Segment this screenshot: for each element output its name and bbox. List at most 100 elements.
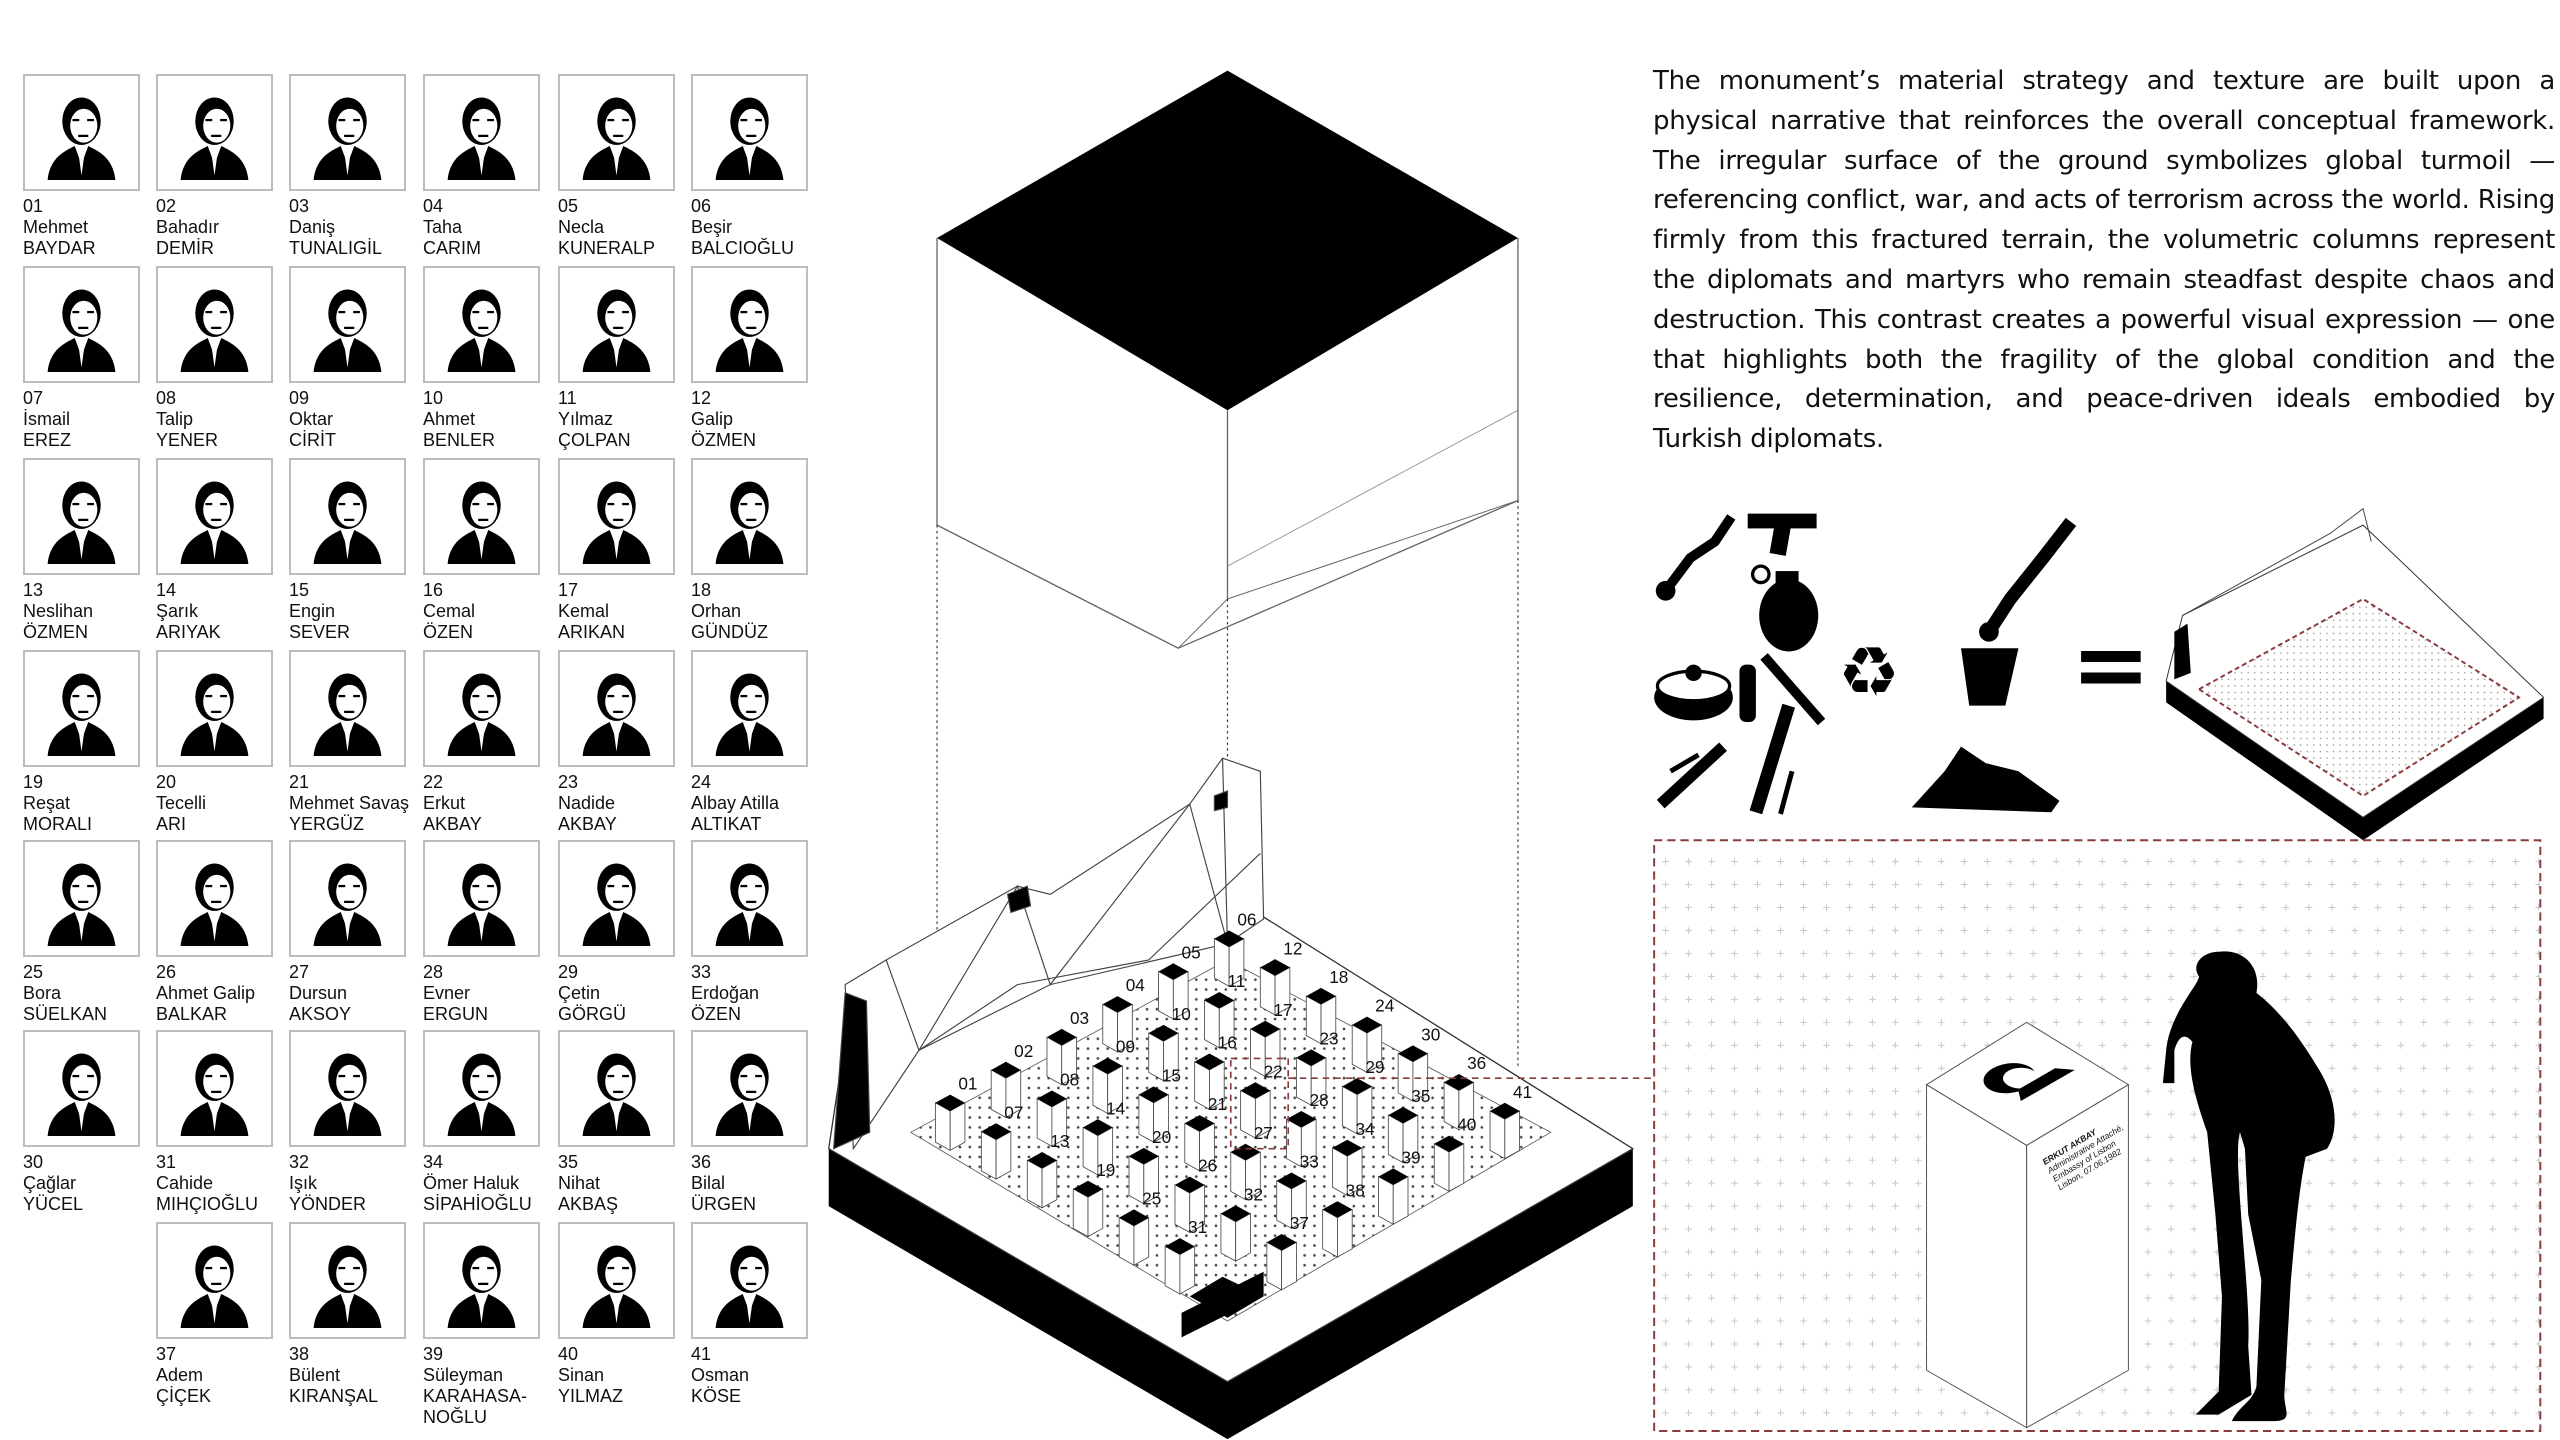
portrait-image: [691, 266, 808, 383]
portrait-image: [558, 840, 675, 957]
diplomat-number: 20: [156, 772, 177, 792]
column-number-label: 36: [1467, 1053, 1486, 1073]
portrait-image: [289, 458, 406, 575]
portrait-image: [156, 840, 273, 957]
diplomat-first-name: Erkut: [423, 793, 466, 813]
rifle-icon: [1760, 653, 1826, 726]
diplomat-last-name: SEVER: [289, 622, 351, 642]
column-number-label: 32: [1244, 1184, 1263, 1204]
diplomat-number: 26: [156, 962, 177, 982]
portrait-image: [156, 458, 273, 575]
memorial-column: [1118, 1209, 1150, 1266]
diplomat-first-name: Bilal: [691, 1173, 726, 1193]
diplomat-number: 12: [691, 388, 712, 408]
portrait-image: [289, 266, 406, 383]
diplomat-first-name: Ömer Haluk: [423, 1173, 520, 1193]
memorial-column: [1072, 1180, 1104, 1238]
memorial-column: [1102, 996, 1133, 1053]
diplomat-first-name: Mehmet Savaş: [289, 793, 410, 813]
diplomat-number: 07: [23, 388, 44, 408]
diplomat-last-name: AKSOY: [289, 1004, 352, 1024]
robotic-arm-icon: [1655, 514, 1736, 601]
diplomat-last-name: ARIKAN: [558, 622, 626, 642]
column-number-label: 39: [1401, 1147, 1420, 1167]
diplomat-number: 37: [156, 1344, 177, 1364]
portrait-image: [558, 1030, 675, 1147]
memorial-column: [1433, 1135, 1465, 1193]
column-number-label: 40: [1457, 1115, 1476, 1135]
portrait-image: [289, 650, 406, 767]
diplomat-last-name: YÖNDER: [289, 1194, 367, 1214]
diplomat-last-name: AKBAY: [558, 814, 617, 834]
pistol-icon: [1747, 513, 1817, 556]
column-number-label: 06: [1237, 910, 1256, 930]
memorial-column: [1138, 1086, 1169, 1143]
memorial-column: [1305, 987, 1337, 1045]
grenade-icon: [1750, 564, 1819, 652]
portrait-image: [691, 650, 808, 767]
portrait-image: [23, 650, 140, 767]
diplomat-first-name: Evner: [423, 983, 471, 1003]
diplomat-number: 01: [23, 196, 44, 216]
diplomat-last-name: KARAHASA-: [423, 1386, 528, 1406]
column-number-label: 10: [1172, 1004, 1191, 1024]
memorial-column: [1036, 1090, 1068, 1147]
diplomat-last-name: ARIYAK: [156, 622, 221, 642]
diplomat-last-name: ÖZMEN: [23, 622, 88, 642]
diplomat-number: 36: [691, 1152, 712, 1172]
diplomat-last-name: GÖRGÜ: [558, 1004, 627, 1024]
pedestal: ERKUT AKBAY Administrative Attaché, Emba…: [1925, 1021, 2130, 1429]
column-number-label: 07: [1004, 1102, 1023, 1122]
diplomat-first-name: Süleyman: [423, 1365, 504, 1385]
memorial-column: [1259, 959, 1291, 1016]
diplomat-number: 17: [558, 580, 579, 600]
diplomat-number: 16: [423, 580, 444, 600]
column-top: [1148, 1024, 1179, 1042]
memorial-column: [1213, 930, 1245, 987]
column-number-label: 35: [1411, 1086, 1430, 1106]
fractured-wall: [832, 757, 1265, 1151]
portrait-image: [23, 458, 140, 575]
diplomat-first-name: Talip: [156, 409, 194, 429]
excavator-icon: [1961, 517, 2077, 706]
portrait-image: [289, 840, 406, 957]
diplomat-last-name: SÜELKAN: [23, 1004, 108, 1024]
diplomat-number: 24: [691, 772, 712, 792]
diplomat-number: 31: [156, 1152, 177, 1172]
diplomat-first-name: Çetin: [558, 983, 601, 1003]
diplomat-number: 19: [23, 772, 44, 792]
diplomat-number: 06: [691, 196, 712, 216]
portrait-image: [23, 74, 140, 191]
memorial-column: [980, 1123, 1012, 1180]
concept-description: The monument’s material strategy and tex…: [1653, 66, 2555, 455]
diplomat-first-name: Engin: [289, 601, 336, 621]
diplomat-first-name: Kemal: [558, 601, 610, 621]
portrait-image: [423, 74, 540, 191]
memorial-column: [1286, 1110, 1317, 1168]
column-top: [935, 1094, 965, 1111]
column-number-label: 14: [1106, 1098, 1126, 1118]
diplomat-last-name: BALCIOĞLU: [691, 238, 795, 258]
diplomat-first-name: Necla: [558, 217, 605, 237]
column-top: [1027, 1152, 1057, 1169]
diplomat-number: 21: [289, 772, 310, 792]
memorial-column: [1128, 1147, 1159, 1205]
diplomat-first-name: Işık: [289, 1173, 318, 1193]
column-number-label: 20: [1152, 1127, 1171, 1147]
memorial-column: [1489, 1102, 1520, 1160]
